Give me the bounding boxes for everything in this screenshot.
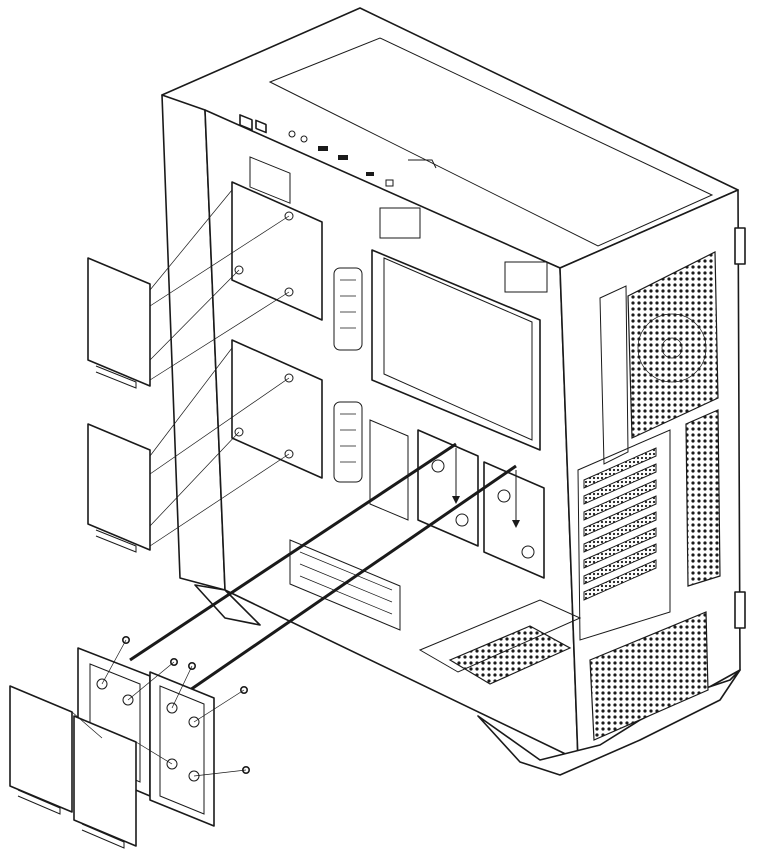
guide-lines: [129, 442, 517, 692]
screw-set: [71, 635, 251, 777]
front-fan-area: [599, 251, 721, 587]
drive-bracket-2: [149, 671, 215, 827]
cable-grommet-2: [333, 401, 363, 483]
exploded-drive-assembly: [9, 635, 251, 849]
reset-button: [255, 119, 267, 134]
drive-tray-2: [73, 715, 137, 847]
drive-mount-plate-bottom: [231, 339, 323, 479]
front-fan-mesh: [627, 251, 719, 439]
psu-bottom-mesh: [448, 625, 572, 685]
hinge-bottom: [734, 591, 746, 629]
guide-line-1: [129, 442, 457, 662]
power-button: [239, 114, 253, 131]
motherboard-tray: [249, 156, 548, 483]
left-drives: [87, 189, 290, 553]
drive-2p5-lower: [87, 423, 151, 551]
usb-c-port: [366, 172, 374, 176]
top-io-panel: [239, 114, 437, 187]
chassis-foot-front: [477, 669, 741, 776]
front-lower-mesh: [685, 409, 721, 587]
motherboard-cutout: [371, 249, 541, 451]
guide-line-2: [189, 464, 517, 692]
psu-front-mesh: [589, 611, 709, 741]
usb-port-1: [318, 146, 328, 151]
drive-2p5-upper: [87, 257, 151, 387]
drive-tray-1: [9, 685, 73, 813]
chassis-foot-back: [194, 584, 261, 626]
top-io-led: [385, 179, 394, 187]
usb-port-2: [338, 155, 348, 160]
rear-drive-mounts: [231, 181, 323, 479]
cable-grommet-1: [333, 267, 363, 351]
hinge-top: [734, 227, 746, 265]
drive-mount-plate-top: [231, 181, 323, 321]
expansion-slots: [577, 429, 671, 641]
psu-area: [418, 599, 709, 741]
